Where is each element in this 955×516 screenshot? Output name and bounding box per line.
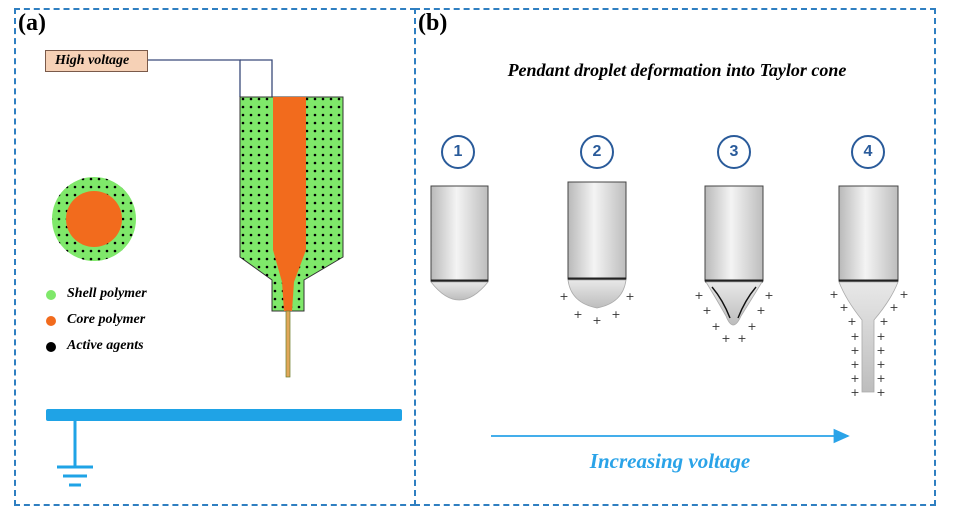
surface-charges: ++ +++ ++ ++ ++ ++ ++ ++ ++ ++ ++ ++ ++ … [559,288,908,399]
step-3-number: 3 [729,143,739,160]
svg-text:+: + [721,332,730,345]
increasing-voltage-label: Increasing voltage [589,449,751,473]
panel-a-label: (a) [18,10,46,36]
legend-agents-swatch [46,342,56,352]
svg-text:+: + [850,330,859,343]
svg-text:+: + [850,372,859,385]
coaxial-nozzle [239,96,344,378]
step-4-number: 4 [863,143,873,160]
svg-text:+: + [625,290,634,303]
svg-text:+: + [559,290,568,303]
legend-agents-label: Active agents [67,338,144,353]
svg-text:+: + [876,372,885,385]
legend-shell-label: Shell polymer [67,286,147,301]
high-voltage-label: High voltage [45,50,148,72]
svg-text:+: + [829,288,838,301]
svg-text:+: + [839,301,848,314]
svg-text:+: + [876,330,885,343]
panel-b-title: Pendant droplet deformation into Taylor … [507,60,847,80]
svg-text:+: + [850,358,859,371]
legend-core-label: Core polymer [67,312,146,327]
svg-text:+: + [764,289,773,302]
svg-text:+: + [711,320,720,333]
svg-text:+: + [747,320,756,333]
svg-text:+: + [737,332,746,345]
svg-text:+: + [850,386,859,399]
svg-text:+: + [702,304,711,317]
svg-text:+: + [573,308,582,321]
droplet-shapes [430,279,899,393]
panel-b-frame [414,8,936,506]
legend-core-swatch [46,316,56,326]
step-circles [441,135,885,169]
voltage-wires [148,59,273,97]
grounded-collector [46,409,402,487]
svg-text:+: + [876,344,885,357]
panel-b-label: (b) [418,10,448,36]
svg-text:+: + [899,288,908,301]
fiber-cross-section [52,177,136,261]
svg-text:+: + [611,308,620,321]
svg-text:+: + [756,304,765,317]
legend-shell-swatch [46,290,56,300]
svg-text:+: + [879,315,888,328]
svg-text:+: + [847,315,856,328]
svg-text:+: + [694,289,703,302]
svg-text:+: + [889,301,898,314]
svg-text:+: + [850,344,859,357]
svg-text:+: + [876,386,885,399]
capillary-tubes [430,181,899,282]
svg-text:+: + [592,314,601,327]
step-2-number: 2 [592,143,602,160]
svg-text:+: + [876,358,885,371]
step-1-number: 1 [453,143,463,160]
